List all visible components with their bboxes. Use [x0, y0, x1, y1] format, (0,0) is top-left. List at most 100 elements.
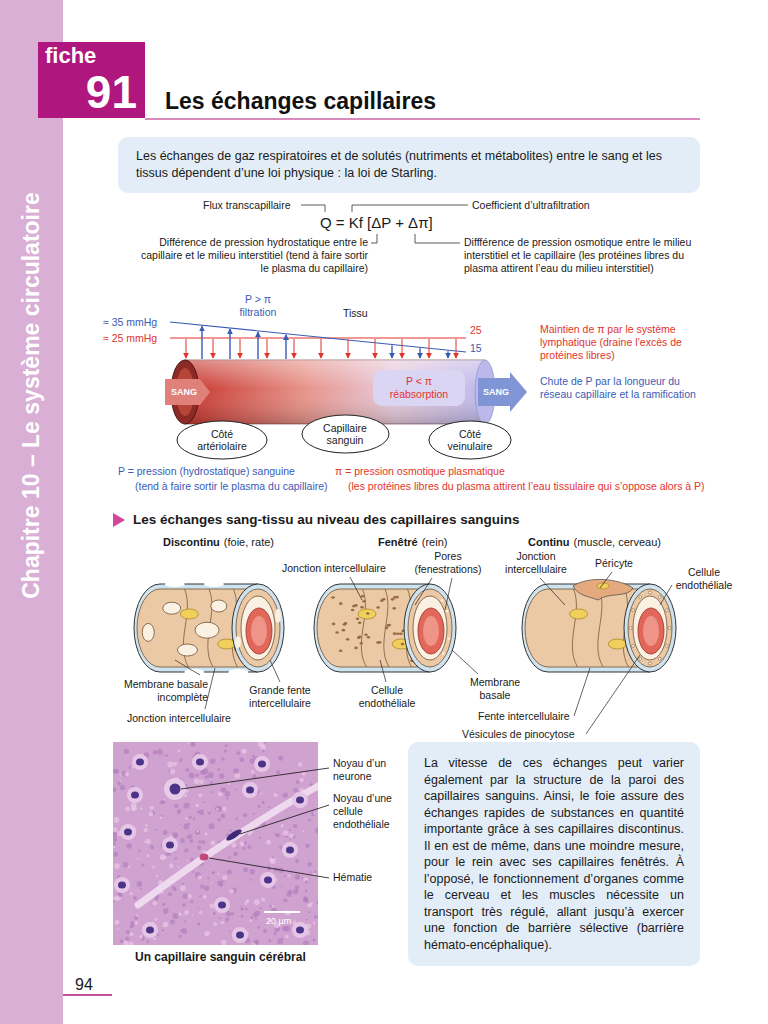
tissue-grain [131, 805, 137, 811]
tissue-grain [124, 749, 129, 754]
oncotic-arrow [456, 339, 457, 358]
pinocytosis-vesicle [629, 627, 632, 630]
tissue-grain [160, 816, 163, 819]
tissue-grain [113, 769, 118, 774]
tissue-grain [147, 854, 150, 857]
type-name: Discontinu [163, 536, 220, 549]
label-holder: Pores (fenestrations) [410, 550, 486, 576]
pinocytosis-vesicle [665, 644, 668, 647]
tissue-grain [153, 937, 156, 940]
tissue-grain [207, 877, 209, 879]
page-title: Les échanges capillaires [165, 88, 436, 115]
continuous-capillary [522, 579, 676, 672]
tissue-grain [254, 940, 259, 945]
tissue-grain [226, 911, 231, 916]
tissue-grain [190, 900, 193, 903]
tissue-grain [221, 757, 225, 761]
blood-flow-arrow [165, 379, 210, 405]
scale-bar [264, 911, 300, 913]
tissue-grain [173, 762, 177, 766]
tissue-grain [118, 893, 123, 898]
tissue-grain [210, 903, 215, 908]
tissue-grain [298, 762, 303, 767]
tissue-grain [233, 768, 238, 773]
tissue-grain [262, 750, 265, 753]
fenestration [357, 636, 361, 639]
leader-line [209, 858, 329, 878]
endothelial-nucleus [225, 828, 243, 843]
label-holder: Les échanges sang-tissu au niveau des ca… [133, 512, 519, 528]
pressure-lines [170, 322, 466, 359]
oncotic-arrow [186, 339, 187, 358]
label-holder: Diffférence de pression osmotique entre … [464, 236, 704, 274]
tissue-grain [281, 824, 284, 827]
label-holder: Continu [528, 536, 570, 549]
tissue-grain [218, 768, 221, 771]
tissue-grain [253, 813, 255, 815]
tissue-grain [188, 823, 190, 825]
fenestration [367, 636, 371, 639]
tissue-grain [127, 843, 132, 848]
intro-text: Les échanges de gaz respiratoires et de … [136, 148, 682, 182]
fenestration [392, 607, 396, 610]
label-holder: (les protéines libres du plasma attirent… [348, 480, 705, 493]
callout-ellipse: Capillaire sanguin [301, 414, 390, 454]
tissue-grain [296, 780, 300, 784]
fenestration [382, 598, 386, 601]
label-holder: Membrane basale [470, 676, 520, 702]
tissue-grain [293, 824, 297, 828]
tissue-grain [113, 900, 115, 902]
leader-line [350, 577, 362, 600]
tissue-grain [252, 755, 255, 758]
pinocytosis-vesicle [668, 627, 671, 630]
tissue-grain [209, 823, 215, 829]
tissue-grain [130, 892, 133, 895]
fenestration [358, 622, 362, 625]
tissue-grain [212, 871, 215, 874]
fenestration [339, 602, 343, 605]
page-number: 94 [75, 975, 93, 995]
tissue-grain [293, 788, 298, 793]
pinocytosis-vesicle [639, 596, 642, 599]
title-rule [145, 119, 700, 120]
tissue-grain [200, 885, 204, 889]
nucleus-halo [120, 824, 136, 840]
oncotic-arrow [294, 339, 295, 358]
nucleus-halo [232, 927, 248, 943]
tissue-grain [293, 889, 298, 894]
label-holder: 15 [470, 342, 482, 355]
tissue-grain [167, 761, 173, 767]
tissue-grain [270, 859, 275, 864]
label-holder: 20 µm [266, 916, 291, 927]
tissue-grain [243, 813, 247, 817]
tissue-grain [120, 939, 124, 943]
intercellular-gap [142, 623, 154, 641]
pressure-value: ≈ 35 mmHg [103, 316, 157, 329]
leader-line [574, 668, 590, 716]
tissue-grain [189, 839, 193, 843]
fenestration [364, 633, 368, 636]
tissue-grain [307, 862, 311, 866]
part-label: Membrane basale incomplète [112, 678, 208, 704]
nucleus-halo [114, 877, 130, 893]
tissue-grain [189, 816, 192, 819]
filtration-arrow [229, 329, 230, 359]
bracket-line [371, 234, 377, 243]
discontinuous-capillary [134, 581, 284, 675]
cell-nucleus [296, 927, 304, 934]
micrograph [113, 742, 318, 945]
pressure-value: 15 [470, 342, 482, 355]
oncotic-arrow [429, 339, 430, 358]
tissue-grain [125, 936, 129, 940]
tissue-grain [310, 902, 313, 905]
tissue-grain [306, 918, 308, 920]
micrograph-label: Noyau d’un neurone [333, 757, 407, 783]
tissue-grain [288, 873, 292, 877]
cell-nucleus [286, 847, 294, 854]
tissue-grain [120, 785, 125, 790]
label-holder: Noyau d’un neurone [333, 757, 407, 783]
tissue-grain [142, 936, 144, 938]
label-holder: Vésicules de pinocytose [462, 728, 575, 741]
pinocytosis-vesicle [658, 596, 661, 599]
